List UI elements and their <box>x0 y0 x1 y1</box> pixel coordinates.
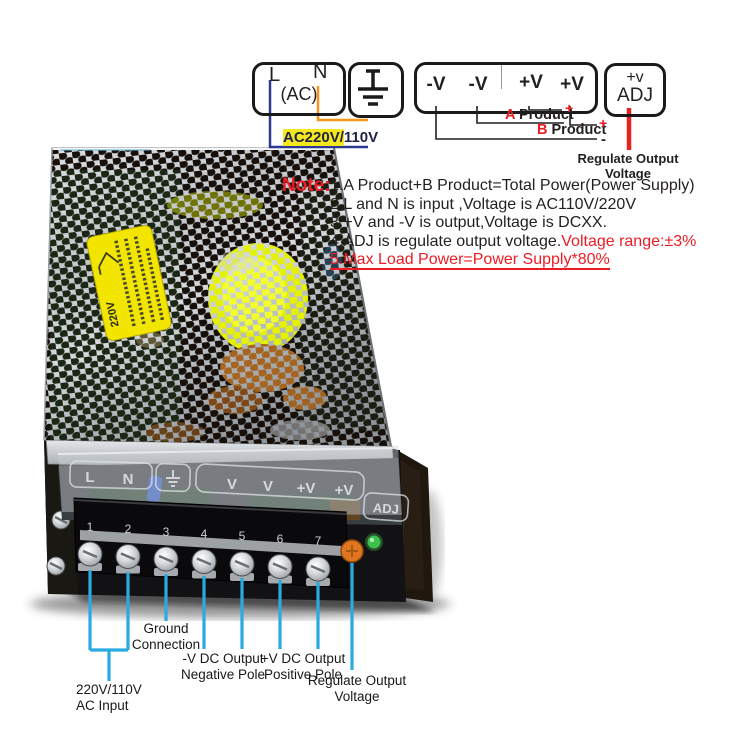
product-a-label: A Product <box>505 107 574 123</box>
terminal-number: 5 <box>239 529 246 543</box>
terminal-number: 3 <box>163 525 170 539</box>
dc-terminal-box: -V -V +V +V <box>414 62 598 114</box>
label-plus-v: +v <box>626 69 644 86</box>
product-b-plus: + <box>599 115 608 131</box>
clear-terminal-cover: L N V V +V +V ADJ <box>57 446 410 522</box>
label-pos-v-1: +V <box>519 72 543 93</box>
regulate-top-line2: Voltage <box>604 166 651 181</box>
callout-ground-line2: Connection <box>131 637 201 652</box>
callout-negative-line1: -V DC Output <box>182 651 264 666</box>
note-line-2: 2.L and N is input ,Voltage is AC110V/22… <box>330 195 636 213</box>
label-pos-v-2: +V <box>560 74 584 95</box>
callout-regulate-line1: Regulate Output <box>307 673 407 688</box>
line-l-wire <box>268 80 368 149</box>
coil-glimpse <box>220 344 304 392</box>
note-line-4-black: 4.ADJ is regulate output voltage. <box>330 232 562 250</box>
embossed-label: V <box>263 478 273 495</box>
label-l: L <box>269 64 281 86</box>
ac-voltage-rest: 110V <box>343 129 379 146</box>
note-line-3: 3.+V and -V is output,Voltage is DCXX. <box>330 214 608 232</box>
terminal-number: 1 <box>87 520 94 534</box>
note-line-4: 4.ADJ is regulate output voltage.Voltage… <box>330 233 696 252</box>
sticker-voltage-text: 220V <box>104 300 121 328</box>
note-line-4-red: Voltage range:±3% <box>561 232 697 250</box>
product-b-minus: - <box>601 131 606 148</box>
label-neg-v-1: -V <box>426 74 446 95</box>
note-block: 1.A Product+B Product=Total Power(Power … <box>330 177 696 271</box>
ground-terminal-box <box>348 62 404 118</box>
callout-ground: Ground Connection <box>132 621 200 653</box>
product-b-label: B Product <box>537 122 606 138</box>
case-front-face: L N V V +V +V ADJ 1 2 3 4 5 <box>44 435 410 602</box>
terminal-number: 2 <box>125 522 132 536</box>
callout-ground-line1: Ground <box>143 621 189 636</box>
adj-terminal-box: +v ADJ <box>604 63 666 117</box>
sticker-fine-print <box>114 236 165 328</box>
product-a-plus: + <box>565 100 574 116</box>
callout-positive-line2: Positive Pole <box>263 667 343 682</box>
ac-voltage-label: AC220V/110V <box>283 129 378 146</box>
note-title: Note: <box>282 175 331 196</box>
power-led <box>367 535 381 549</box>
ac-terminal-box: L N (AC) <box>252 61 346 116</box>
callout-negative: -V DC Output Negative Pole <box>181 651 265 683</box>
ac-voltage-highlight: AC220V/ <box>283 129 344 146</box>
product-b-letter: B <box>537 122 548 138</box>
callout-ac-input-line2: AC Input <box>76 698 129 713</box>
embossed-adj-label: ADJ <box>372 500 399 517</box>
callout-regulate: Regulate Output Voltage <box>308 673 406 705</box>
callout-ac-input-line1: 220V/110V <box>76 682 142 697</box>
embossed-ground-icon <box>166 470 180 487</box>
callout-ac-input: 220V/110V AC Input <box>76 682 142 714</box>
product-b-word: Product <box>551 122 607 138</box>
note-line-5-text: 5.Max Load Power=Power Supply*80% <box>330 251 610 271</box>
warning-sticker: 220V <box>86 225 172 341</box>
box-divider <box>501 65 502 89</box>
terminal-block: 1 2 3 4 5 6 7 <box>73 497 349 589</box>
note-line-5: 5.Max Load Power=Power Supply*80% <box>330 251 696 271</box>
ground-icon <box>358 69 388 106</box>
line-n-wire <box>316 86 368 122</box>
callout-positive-line1: +V DC Output <box>260 651 346 666</box>
terminal-number: 6 <box>277 532 284 546</box>
product-a-letter: A <box>505 107 515 123</box>
callout-positive: +V DC Output Positive Pole <box>261 651 345 683</box>
embossed-label: N <box>123 471 134 488</box>
regulate-top-line1: Regulate Output <box>577 151 679 166</box>
embossed-label: V <box>227 476 237 493</box>
label-neg-v-2: -V <box>468 74 488 95</box>
embossed-label: +V <box>335 482 354 499</box>
callout-lines <box>88 563 354 681</box>
regulate-output-voltage-top: Regulate Output Voltage <box>577 151 678 181</box>
terminal-number: 4 <box>201 527 208 541</box>
label-n: N <box>313 61 328 83</box>
note-line-1: 1.A Product+B Product=Total Power(Power … <box>330 177 695 194</box>
label-ac: (AC) <box>280 84 318 104</box>
callout-regulate-line2: Voltage <box>334 689 380 704</box>
embossed-label: +V <box>297 480 316 497</box>
callout-negative-line2: Negative Pole <box>180 667 266 682</box>
embossed-label: L <box>85 469 94 486</box>
label-adj: ADJ <box>617 85 653 106</box>
terminal-screws <box>77 541 331 586</box>
terminal-number: 7 <box>315 534 322 548</box>
blue-capacitor <box>146 475 163 503</box>
product-a-word: Product <box>518 107 574 123</box>
